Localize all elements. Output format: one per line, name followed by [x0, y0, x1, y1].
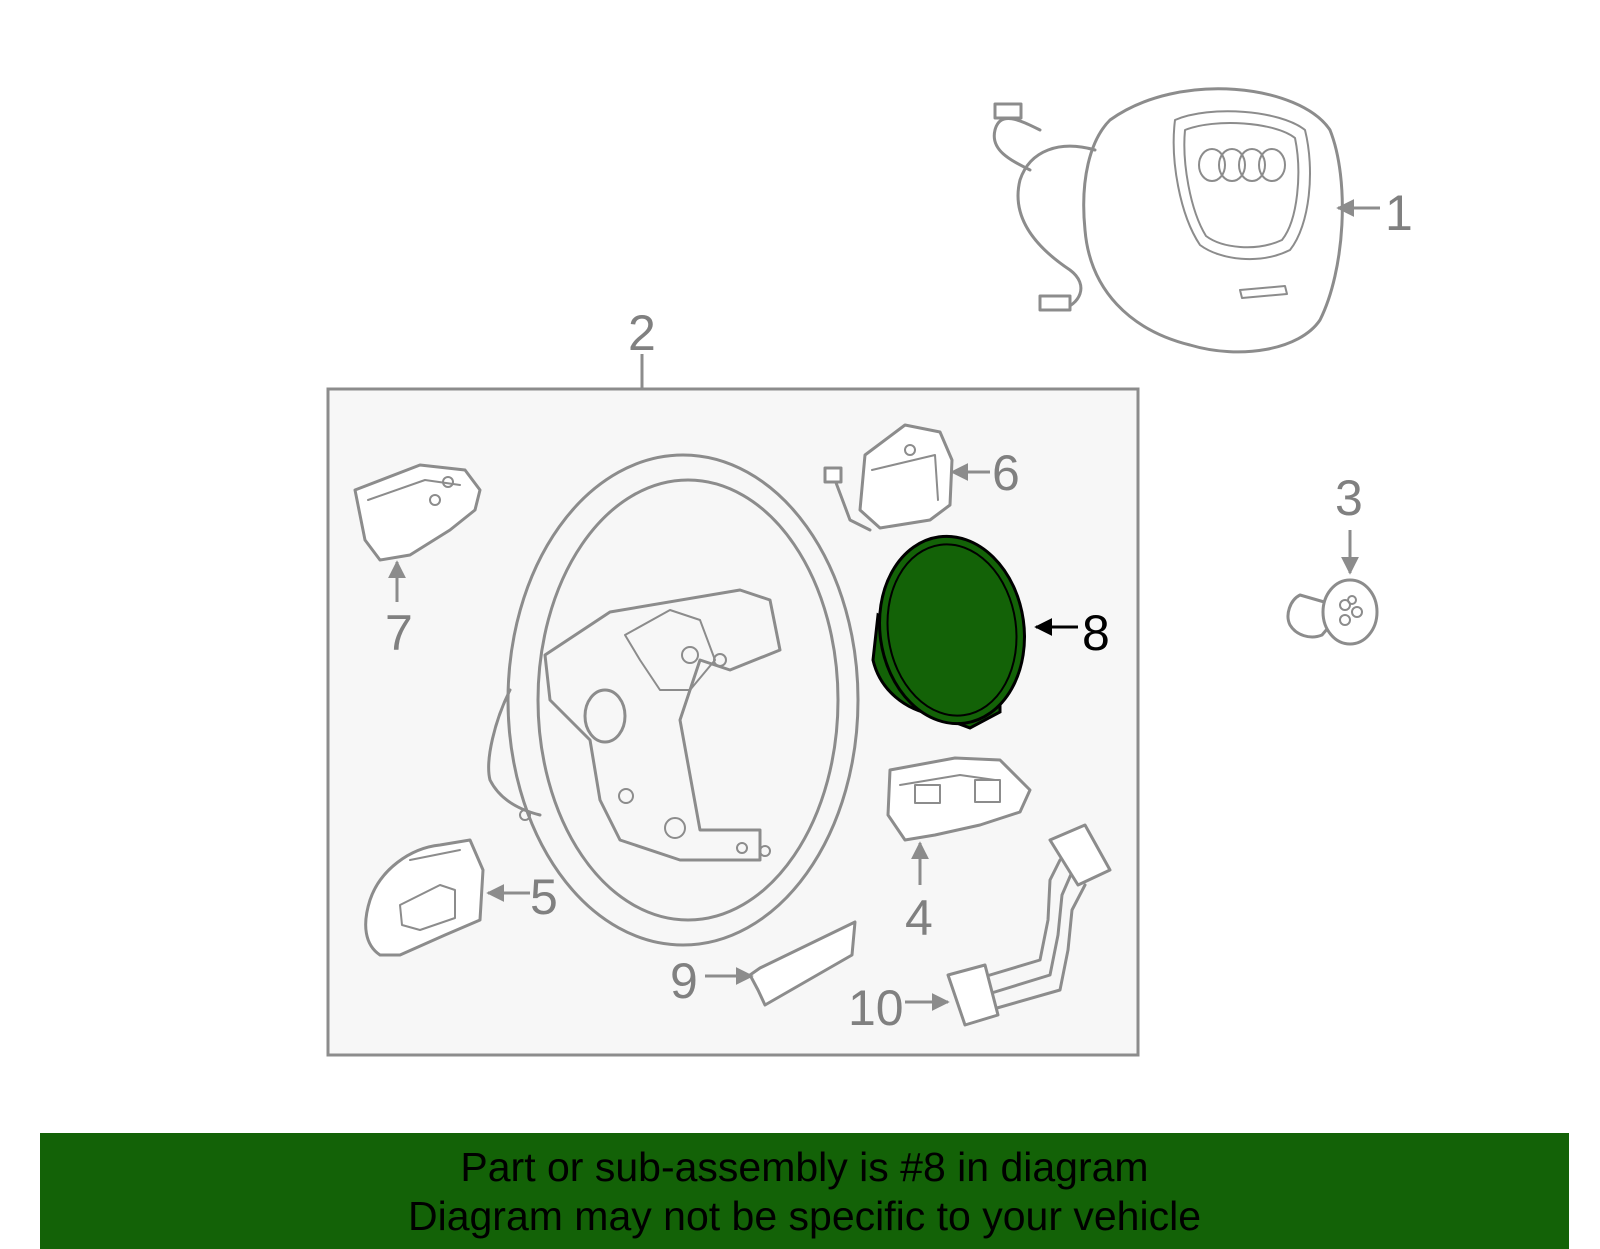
label-part-7: 7 [385, 605, 413, 661]
part-8-highlighted[interactable] [868, 527, 1037, 733]
part-10-harness[interactable] [946, 823, 1112, 1027]
part-3-cap[interactable] [1286, 578, 1379, 646]
label-part-2: 2 [628, 305, 656, 361]
part-4-switch[interactable] [886, 756, 1032, 842]
info-banner: Part or sub-assembly is #8 in diagram Di… [40, 1133, 1569, 1249]
part-6-switch[interactable] [823, 423, 954, 532]
banner-line-2: Diagram may not be specific to your vehi… [407, 1193, 1201, 1239]
part-7-switch[interactable] [353, 463, 482, 562]
label-part-4: 4 [905, 890, 933, 946]
label-part-9: 9 [670, 953, 698, 1009]
label-part-3: 3 [1335, 470, 1363, 526]
banner-line-1: Part or sub-assembly is #8 in diagram [460, 1144, 1149, 1190]
label-part-1: 1 [1385, 185, 1413, 241]
label-part-10: 10 [848, 980, 904, 1036]
airbag-module[interactable] [992, 87, 1344, 354]
label-part-8: 8 [1082, 605, 1110, 661]
label-part-5: 5 [530, 869, 558, 925]
steering-wheel[interactable] [487, 453, 860, 947]
part-5-switch[interactable] [364, 838, 485, 957]
label-part-6: 6 [992, 445, 1020, 501]
